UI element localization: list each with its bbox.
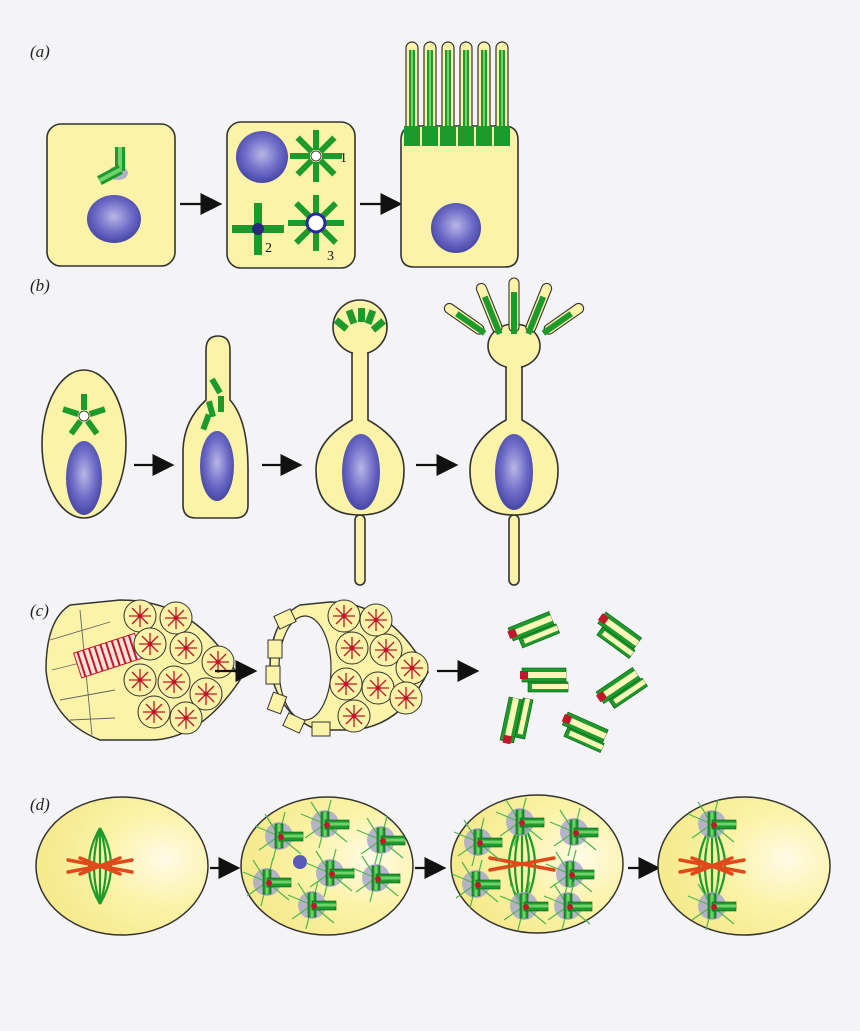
panel-a-cell-2: 1 2 3 [227, 122, 355, 268]
nucleus-icon [200, 431, 234, 501]
panel-b-cell-3 [316, 300, 404, 585]
panel-d-egg-3 [451, 795, 623, 933]
panel-label-d: (d) [30, 795, 50, 814]
panel-label-c: (c) [30, 601, 49, 620]
diplosome-icon [556, 711, 610, 752]
panel-b-cell-2 [183, 336, 248, 518]
panel-d-egg-1 [36, 797, 208, 935]
diplosome-icon [590, 611, 643, 659]
panel-b-cell-4 [442, 278, 585, 585]
diplosome-icon [520, 668, 568, 692]
nucleus-icon [342, 434, 380, 510]
panel-c-ring [266, 600, 428, 736]
nucleus-icon [431, 203, 481, 253]
nucleus-icon [66, 441, 102, 515]
centriole-icon [288, 195, 344, 251]
panel-b-cell-1 [42, 370, 126, 518]
panel-a-cell-1 [47, 124, 175, 266]
centriole-icon [290, 130, 342, 182]
nucleus-icon [293, 855, 307, 869]
diplosome-icon [506, 611, 559, 651]
nucleus-icon [87, 195, 141, 243]
number-label-1: 1 [340, 151, 347, 166]
panel-c-aggregate [46, 600, 240, 740]
diplosome-icon [594, 666, 647, 713]
panel-d-egg-4 [658, 797, 830, 935]
panel-label-b: (b) [30, 276, 50, 295]
panel-a-ciliated-cell [401, 42, 518, 267]
cilia [442, 278, 585, 336]
number-label-2: 2 [265, 241, 272, 256]
panel-c-diplosomes [500, 611, 648, 753]
nucleus-icon [495, 434, 533, 510]
panel-d-egg-2 [241, 797, 413, 935]
number-label-3: 3 [327, 249, 334, 264]
nucleus-icon [236, 131, 288, 183]
rosettes [124, 600, 234, 734]
panel-label-a: (a) [30, 42, 50, 61]
diplosome-icon [500, 695, 533, 747]
